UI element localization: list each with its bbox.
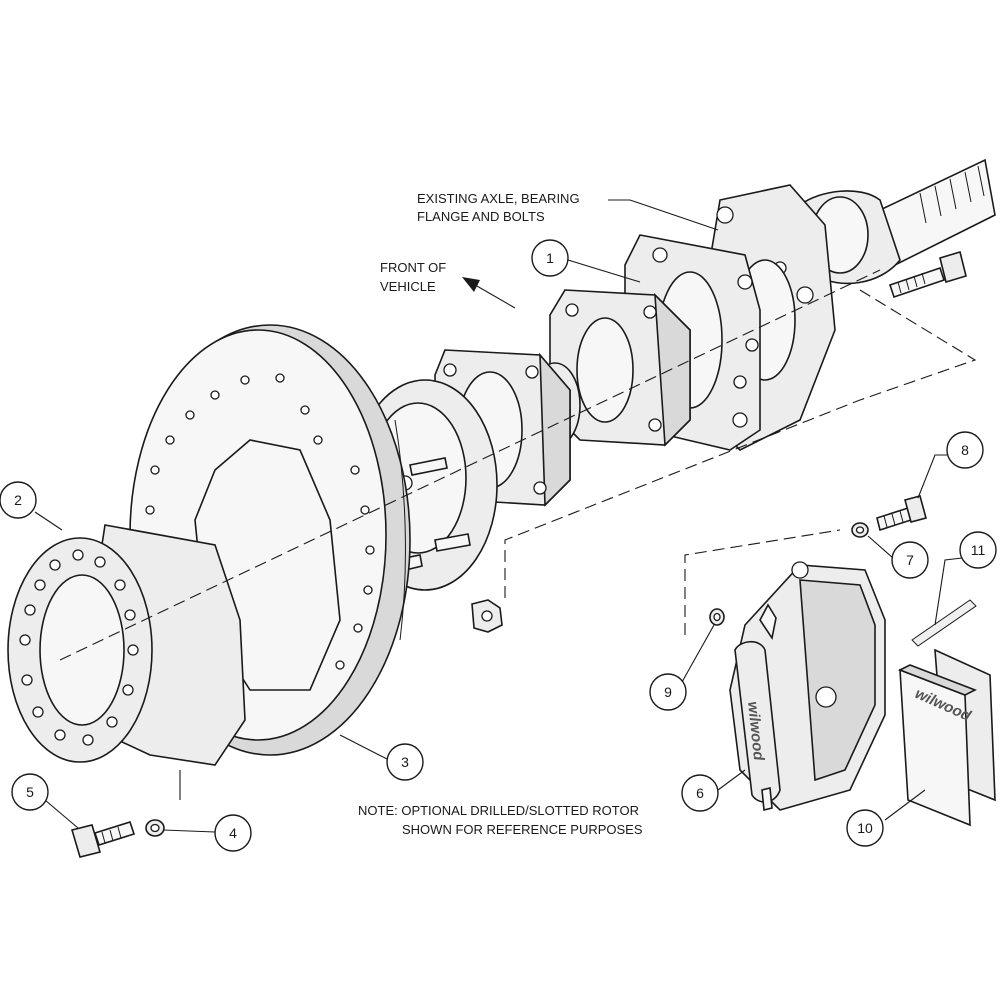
caliper: wilwood: [729, 561, 886, 812]
axle-flange-bolt: [888, 250, 967, 299]
note-line2: SHOWN FOR REFERENCE PURPOSES: [402, 822, 643, 837]
caliper-mount-line: [684, 529, 841, 635]
front-of-vehicle-line2: VEHICLE: [380, 279, 436, 294]
svg-text:8: 8: [961, 442, 969, 458]
hat-bolt: [70, 821, 136, 858]
svg-text:1: 1: [546, 250, 554, 266]
svg-text:2: 2: [14, 492, 22, 508]
callout-2: 2: [0, 481, 63, 531]
caliper-brand-logo: wilwood: [744, 701, 767, 762]
front-of-vehicle-arrow: [462, 277, 516, 309]
svg-text:10: 10: [857, 820, 873, 836]
callout-5: 5: [11, 773, 79, 829]
callout-1: 1: [531, 239, 641, 283]
centerline: [59, 269, 881, 661]
front-of-vehicle-line1: FRONT OF: [380, 260, 446, 275]
front-of-vehicle-label: FRONT OF VEHICLE: [380, 260, 446, 294]
rotor-drill-holes: [145, 373, 375, 670]
svg-text:6: 6: [696, 785, 704, 801]
existing-axle-label-line1: EXISTING AXLE, BEARING: [417, 191, 580, 206]
callout-4: 4: [162, 770, 252, 852]
callout-9: 9: [649, 624, 715, 711]
svg-text:11: 11: [971, 542, 986, 558]
rotor-hat: [7, 524, 246, 766]
note-label: NOTE: OPTIONAL DRILLED/SLOTTED ROTOR SHO…: [358, 803, 643, 837]
existing-axle-label-line2: FLANGE AND BOLTS: [417, 209, 545, 224]
drilled-slotted-rotor: [129, 324, 411, 756]
brake-pads: wilwood: [898, 648, 996, 827]
caliper-washer: [851, 522, 869, 538]
hat-bolt-washer: [145, 819, 165, 837]
callout-10: 10: [846, 789, 926, 847]
hat-bolt-holes: [19, 549, 139, 746]
existing-axle-label: EXISTING AXLE, BEARING FLANGE AND BOLTS: [417, 191, 719, 231]
stud-alignment-line: [504, 289, 977, 600]
note-line1: NOTE: OPTIONAL DRILLED/SLOTTED ROTOR: [358, 803, 639, 818]
callout-6: 6: [681, 769, 746, 812]
lug-nut: [471, 599, 503, 633]
callout-8: 8: [917, 431, 984, 499]
svg-text:9: 9: [664, 684, 672, 700]
callout-11: 11: [934, 531, 997, 626]
caliper-bolt: [876, 495, 927, 532]
svg-text:5: 5: [26, 784, 34, 800]
svg-text:7: 7: [906, 552, 914, 568]
caliper-shim: [709, 608, 725, 626]
callout-7: 7: [867, 535, 929, 579]
svg-text:4: 4: [229, 825, 237, 841]
cotter-pin: [911, 599, 977, 647]
svg-text:3: 3: [401, 754, 409, 770]
callout-3: 3: [339, 734, 424, 781]
